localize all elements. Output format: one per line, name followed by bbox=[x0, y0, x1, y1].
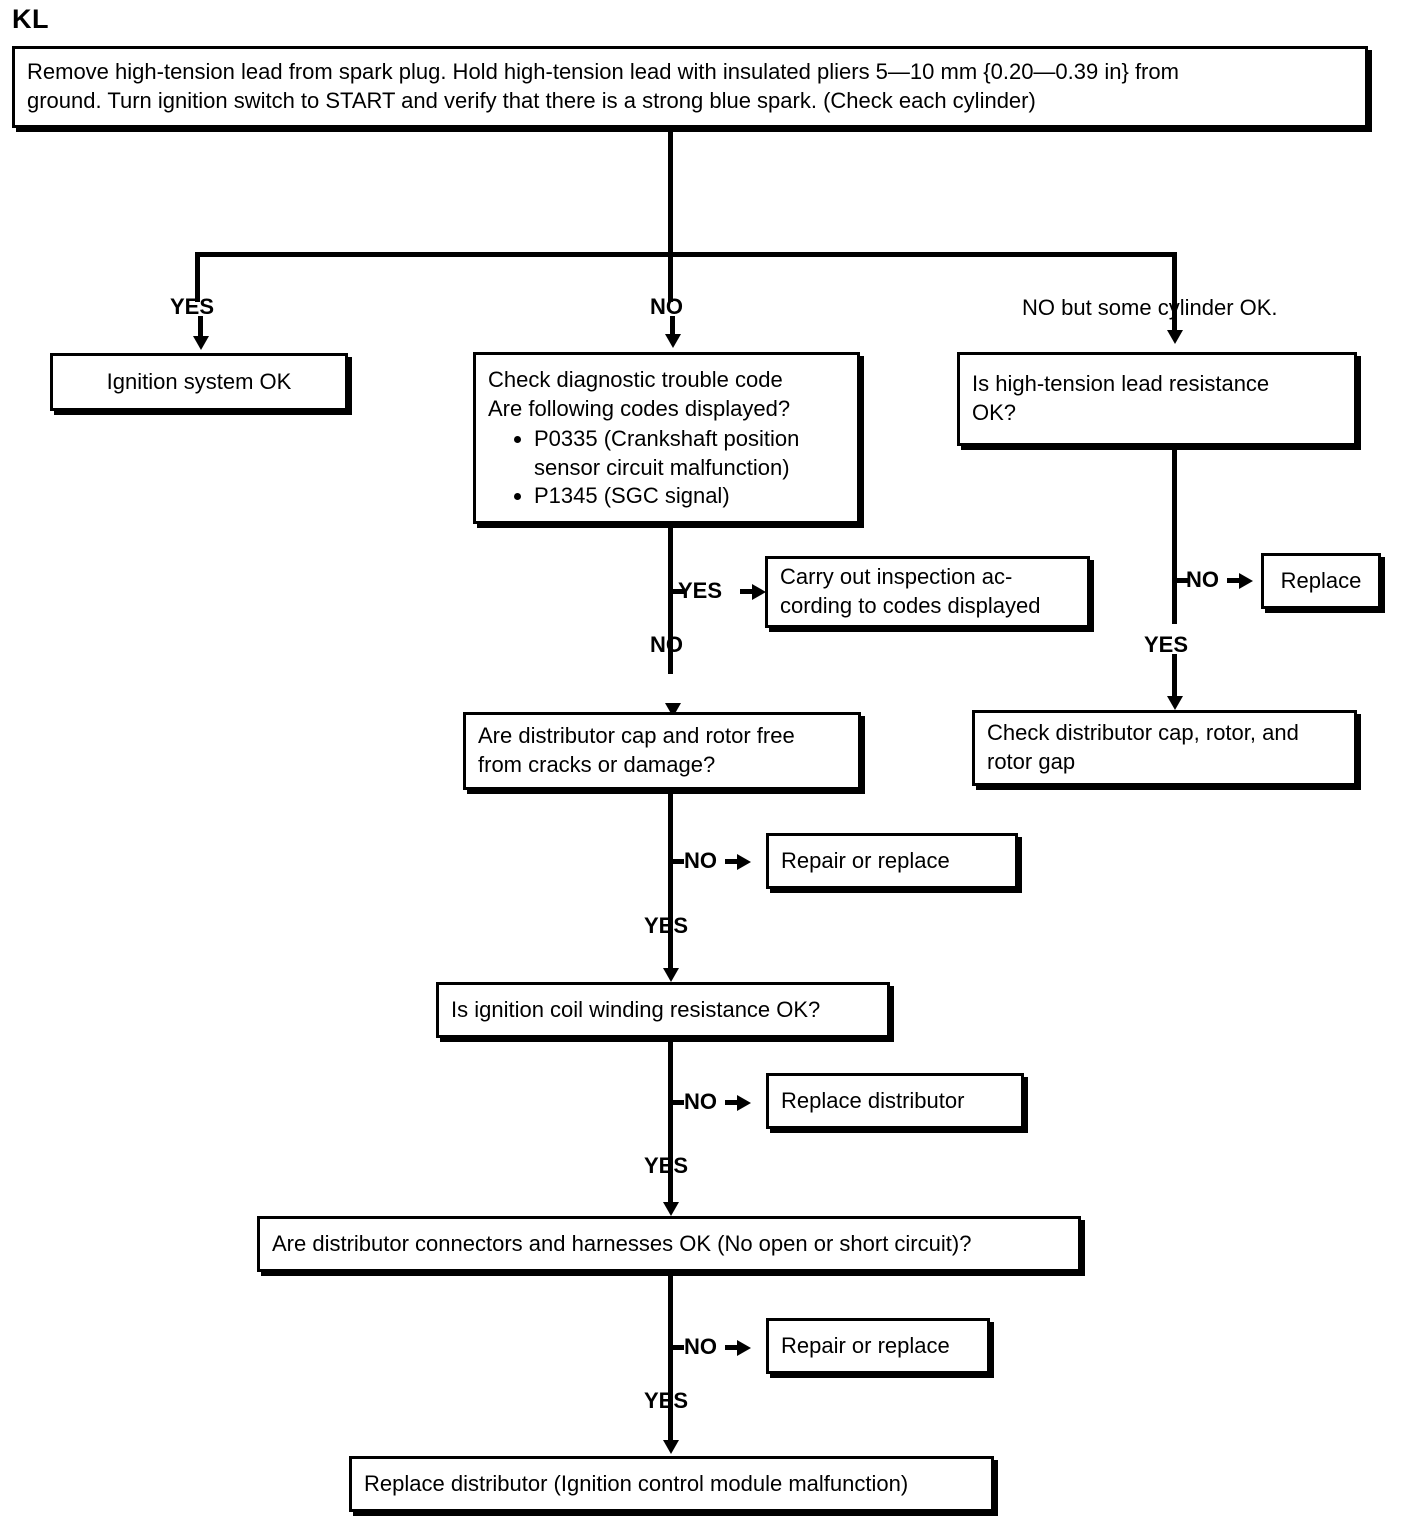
node-replace: Replace bbox=[1261, 553, 1381, 609]
edge-yes-left-stem bbox=[195, 252, 200, 302]
edge-cap-no-connector bbox=[668, 859, 684, 864]
edge-yes-left-lower bbox=[198, 316, 203, 340]
node-repair-replace-1-label: Repair or replace bbox=[781, 847, 950, 873]
arrow-coil-yes bbox=[663, 1202, 679, 1216]
node-lead-resistance-line1: Is high-tension lead resistance bbox=[972, 371, 1270, 397]
arrow-harness-no bbox=[737, 1340, 751, 1356]
edge-label-lead-yes: YES bbox=[1144, 632, 1189, 657]
edge-lead-no-connector bbox=[1172, 578, 1188, 583]
arrow-cap-yes bbox=[663, 968, 679, 982]
node-replace-label: Replace bbox=[1280, 567, 1362, 593]
edge-label-harness-yes: YES bbox=[644, 1388, 689, 1413]
edge-lead-stem bbox=[1172, 446, 1177, 624]
edge-distribution-bar bbox=[195, 252, 1177, 257]
arrow-right-branch bbox=[1167, 330, 1183, 344]
edge-label-harness-no: NO bbox=[684, 1334, 717, 1359]
arrow-yes-left bbox=[193, 336, 209, 350]
edge-no-center-stem bbox=[668, 252, 673, 302]
node-start-line1: Remove high-tension lead from spark plug… bbox=[27, 59, 1179, 85]
edge-right-lower bbox=[1172, 304, 1177, 336]
node-carry-out-inspection: Carry out inspection ac- cording to code… bbox=[765, 556, 1090, 628]
arrow-cap-no bbox=[737, 854, 751, 870]
page-title: KL bbox=[12, 4, 49, 34]
edge-coil-stem bbox=[668, 1038, 673, 1180]
edge-label-cap-no: NO bbox=[684, 848, 717, 873]
edge-harness-no-connector bbox=[668, 1345, 684, 1350]
node-check-dtc-line2: Are following codes displayed? bbox=[488, 395, 791, 421]
edge-cap-no-arrow-shaft bbox=[725, 859, 741, 864]
list-item: P1345 (SGC signal) bbox=[514, 482, 845, 510]
edge-right-stem bbox=[1172, 252, 1177, 304]
node-lead-resistance-line2: OK? bbox=[972, 400, 1017, 425]
edge-dtc-stem bbox=[668, 524, 673, 674]
node-repair-or-replace-1: Repair or replace bbox=[766, 833, 1018, 889]
node-carry-out-line1: Carry out inspection ac- bbox=[780, 564, 1013, 590]
node-ignition-system-ok-label: Ignition system OK bbox=[106, 368, 292, 394]
node-connectors-harnesses-label: Are distributor connectors and harnesses… bbox=[272, 1230, 972, 1256]
edge-coil-yes-lower bbox=[668, 1176, 673, 1208]
edge-label-no-center: NO bbox=[650, 294, 683, 319]
node-final-label: Replace distributor (Ignition control mo… bbox=[364, 1470, 909, 1496]
edge-label-dtc-yes: YES bbox=[678, 578, 723, 603]
node-check-diagnostic-trouble-code: Check diagnostic trouble code Are follow… bbox=[473, 352, 860, 524]
arrow-lead-yes bbox=[1167, 696, 1183, 710]
edge-label-dtc-no: NO bbox=[650, 632, 683, 657]
edge-label-cap-yes: YES bbox=[644, 913, 689, 938]
node-start-line2: ground. Turn ignition switch to START an… bbox=[27, 88, 1036, 113]
arrow-dtc-yes bbox=[752, 584, 766, 600]
node-start-instruction: Remove high-tension lead from spark plug… bbox=[12, 46, 1368, 128]
edge-coil-no-arrow-shaft bbox=[725, 1100, 741, 1105]
node-repair-replace-2-label: Repair or replace bbox=[781, 1332, 950, 1358]
edge-label-yes-left: YES bbox=[170, 294, 215, 319]
edge-no-center-lower bbox=[670, 316, 675, 338]
edge-harness-yes-lower bbox=[668, 1411, 673, 1445]
node-final-replace-distributor: Replace distributor (Ignition control mo… bbox=[349, 1456, 994, 1512]
node-ignition-coil-resistance: Is ignition coil winding resistance OK? bbox=[436, 982, 890, 1038]
arrow-harness-yes bbox=[663, 1440, 679, 1454]
node-coil-resistance-label: Is ignition coil winding resistance OK? bbox=[451, 996, 821, 1022]
edge-harness-no-arrow-shaft bbox=[725, 1345, 741, 1350]
edge-label-no-some-cylinder: NO but some cylinder OK. bbox=[1022, 295, 1278, 320]
node-replace-distributor-1: Replace distributor bbox=[766, 1073, 1024, 1129]
node-check-cap-line2: rotor gap bbox=[987, 749, 1076, 774]
node-cap-rotor-line1: Are distributor cap and rotor free bbox=[478, 723, 795, 749]
arrow-coil-no bbox=[737, 1095, 751, 1111]
edge-cap-yes-lower bbox=[668, 936, 673, 974]
edge-lead-no-arrow-shaft bbox=[1227, 578, 1243, 583]
edge-label-coil-yes: YES bbox=[644, 1153, 689, 1178]
arrow-lead-no bbox=[1239, 573, 1253, 589]
edge-dtc-yes-connector bbox=[668, 589, 684, 594]
node-cap-rotor-line2: from cracks or damage? bbox=[478, 752, 716, 777]
list-item: P0335 (Crankshaft position sensor circui… bbox=[514, 425, 845, 481]
node-carry-out-line2: cording to codes displayed bbox=[780, 593, 1041, 618]
node-check-cap-rotor-gap: Check distributor cap, rotor, and rotor … bbox=[972, 710, 1357, 786]
edge-start-trunk bbox=[668, 128, 673, 256]
node-repair-or-replace-2: Repair or replace bbox=[766, 1318, 990, 1374]
node-check-cap-line1: Check distributor cap, rotor, and bbox=[987, 720, 1299, 746]
edge-lead-yes-lower bbox=[1172, 654, 1177, 700]
edge-harness-stem bbox=[668, 1272, 673, 1414]
edge-dtc-yes-arrow-shaft bbox=[740, 589, 756, 594]
edge-label-lead-no: NO bbox=[1186, 567, 1219, 592]
node-check-dtc-bullets: P0335 (Crankshaft position sensor circui… bbox=[488, 425, 845, 509]
node-replace-distributor-1-label: Replace distributor bbox=[781, 1087, 965, 1113]
node-lead-resistance-ok: Is high-tension lead resistance OK? bbox=[957, 352, 1357, 446]
node-connectors-harnesses-ok: Are distributor connectors and harnesses… bbox=[257, 1216, 1081, 1272]
node-ignition-system-ok: Ignition system OK bbox=[50, 353, 348, 411]
node-check-dtc-line1: Check diagnostic trouble code bbox=[488, 367, 783, 393]
edge-label-coil-no: NO bbox=[684, 1089, 717, 1114]
arrow-no-center bbox=[665, 334, 681, 348]
edge-cap-stem bbox=[668, 790, 673, 938]
edge-coil-no-connector bbox=[668, 1100, 684, 1105]
node-cap-rotor-free-from-cracks: Are distributor cap and rotor free from … bbox=[463, 712, 861, 790]
